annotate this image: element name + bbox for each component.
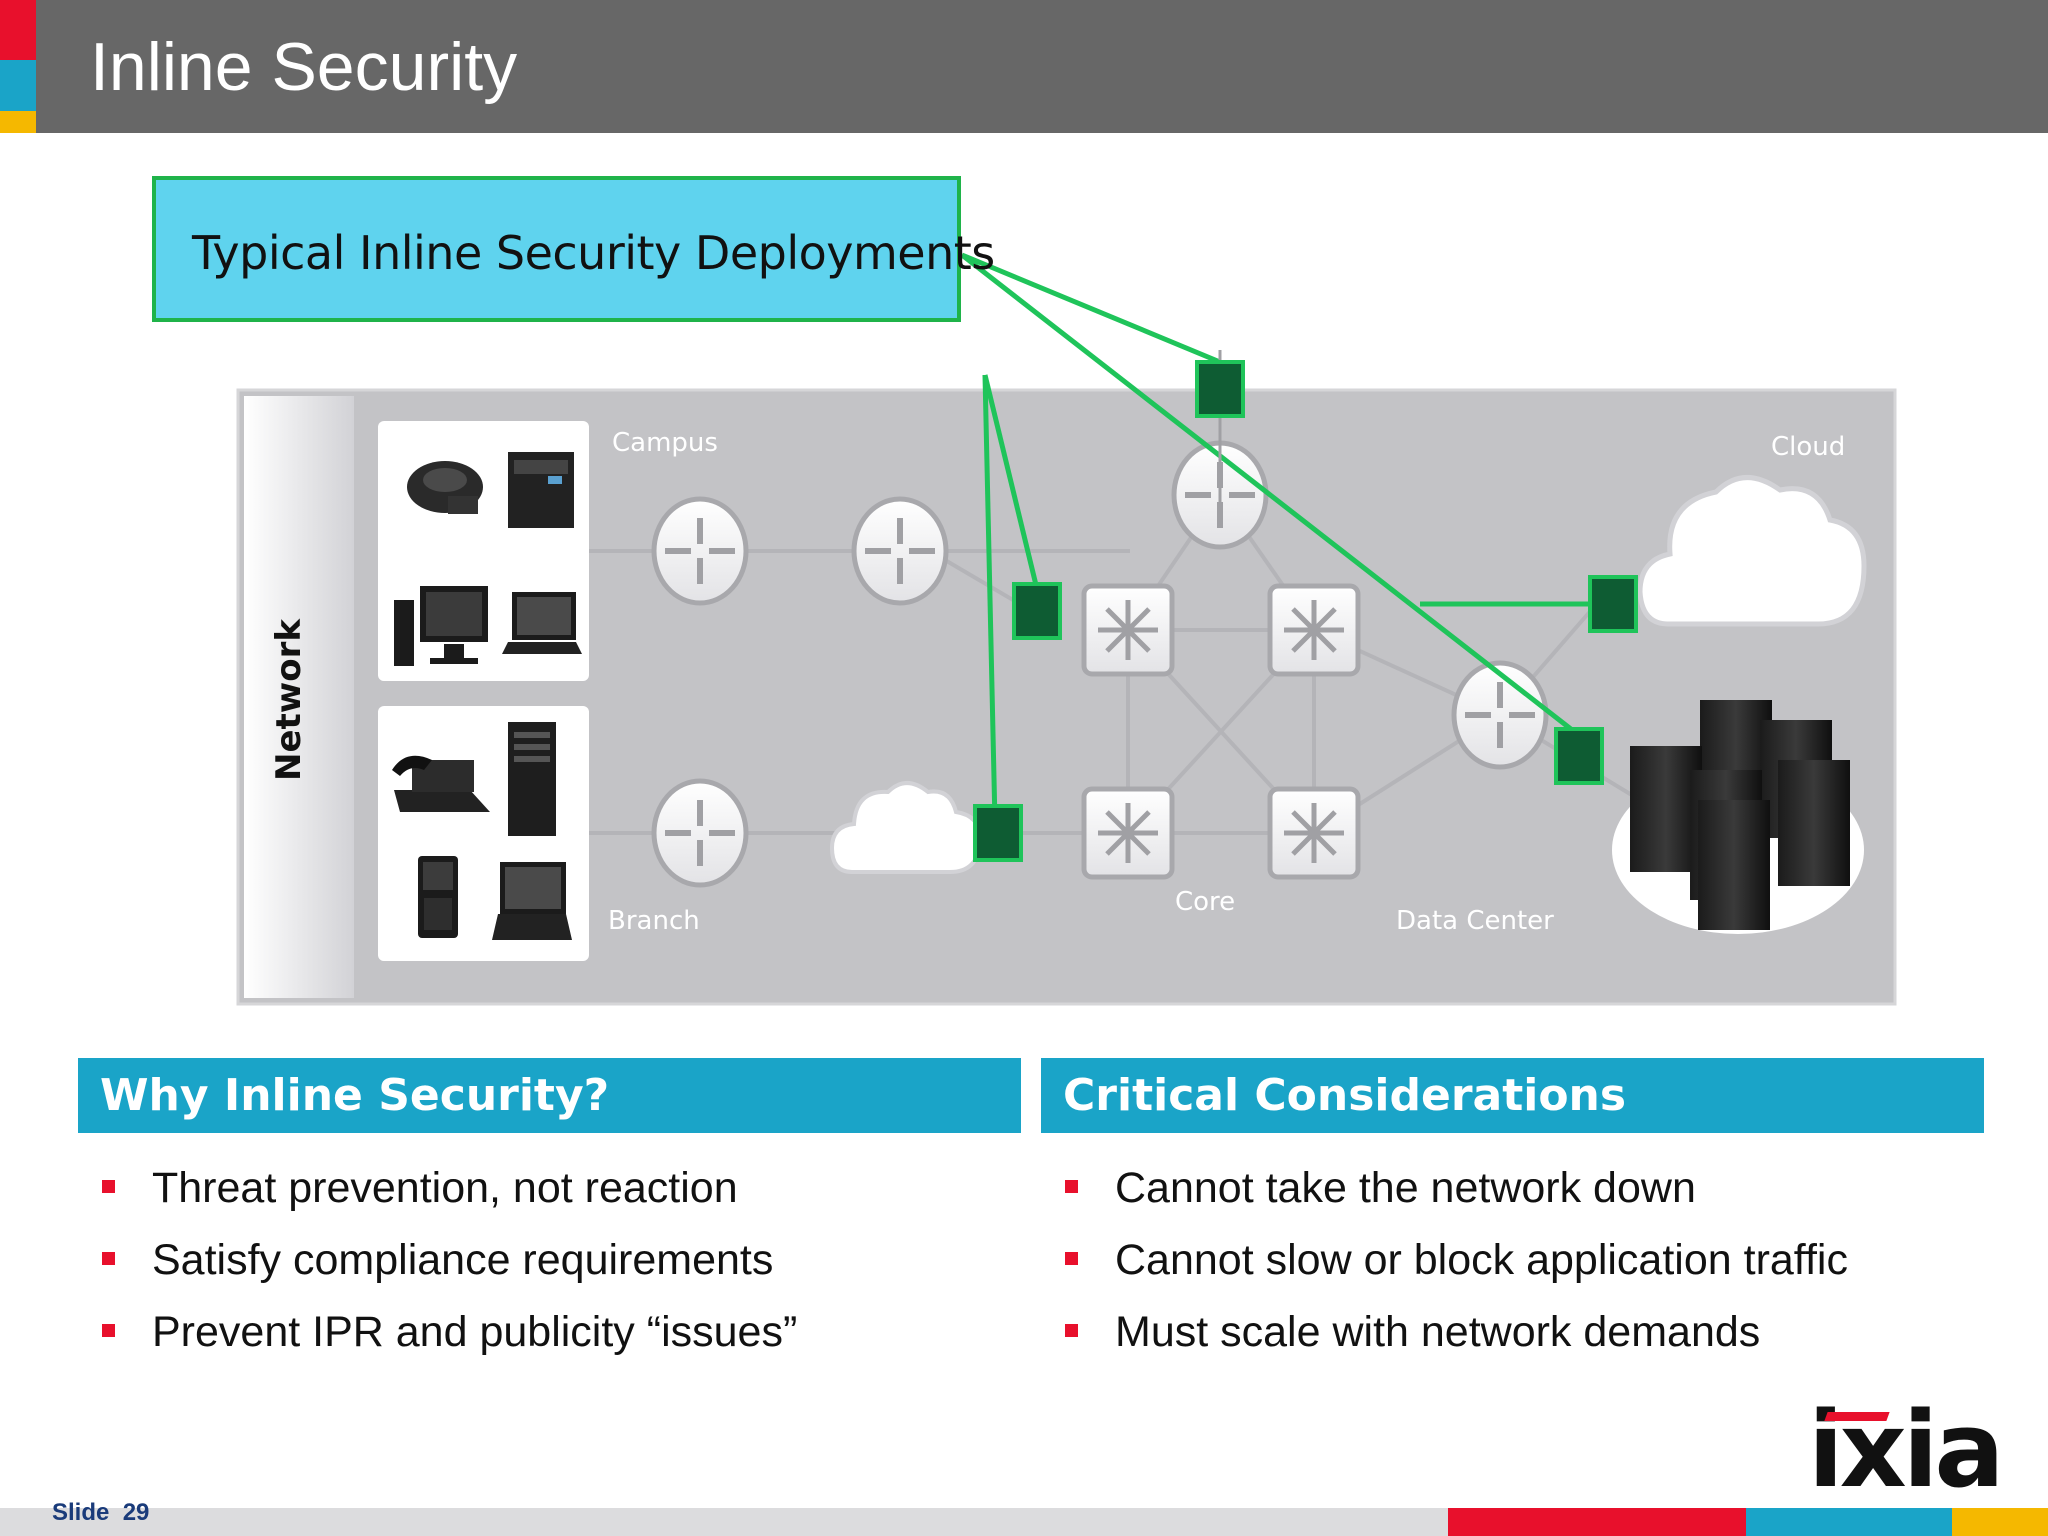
bullet-item: Prevent IPR and publicity “issues” [78,1302,1008,1374]
zone-label-cloud: Cloud [1771,432,1845,462]
section-heading: Critical Considerations [1063,1070,1627,1121]
bullet-item: Cannot take the network down [1041,1158,1971,1230]
why-inline-security-header: Why Inline Security? [78,1058,1021,1133]
core-switch-icon [1267,583,1361,677]
bullet-square-icon [102,1324,115,1337]
router-icon [651,778,749,888]
callout-text: Typical Inline Security Deployments [192,226,995,280]
why-bullet-list: Threat prevention, not reaction Satisfy … [78,1158,1008,1374]
mobile-phone-icon [418,856,458,938]
core-switch-icon [1081,583,1175,677]
laptop-icon [502,592,582,654]
zone-label-branch: Branch [608,906,700,936]
conference-phone-icon [407,461,483,514]
bullet-square-icon [102,1252,115,1265]
network-sidebar [244,396,354,998]
slide-title: Inline Security [90,29,518,105]
title-color-stripes [0,0,36,133]
section-heading: Why Inline Security? [100,1070,610,1121]
router-icon [1451,660,1549,770]
inline-security-node-icon [973,360,1638,862]
critical-bullet-list: Cannot take the network down Cannot slow… [1041,1158,1971,1374]
tower-server-icon [508,722,556,836]
printer-icon [508,452,574,528]
router-icon [651,496,749,606]
bullet-square-icon [1065,1180,1078,1193]
slide-number: Slide 29 [52,1499,150,1526]
desk-phone-icon [392,755,490,812]
bullet-square-icon [102,1180,115,1193]
cloud-icon [1637,475,1867,627]
laptop-icon [492,862,572,940]
title-bar: Inline Security [0,0,2048,133]
bullet-square-icon [1065,1252,1078,1265]
bullet-item: Must scale with network demands [1041,1302,1971,1374]
network-label: Network [269,618,309,781]
zone-label-core: Core [1175,887,1235,917]
server-rack-icon [1612,700,1864,934]
critical-considerations-header: Critical Considerations [1041,1058,1984,1133]
bullet-square-icon [1065,1324,1078,1337]
deployments-callout: Typical Inline Security Deployments [152,176,995,322]
inline-security-links [960,252,1590,824]
zone-label-campus: Campus [612,428,718,458]
desktop-pc-icon [394,586,488,666]
bullet-item: Cannot slow or block application traffic [1041,1230,1971,1302]
bullet-item: Satisfy compliance requirements [78,1230,1008,1302]
core-switch-icon [1081,786,1175,880]
router-icon [851,496,949,606]
core-switch-icon [1267,786,1361,880]
zone-label-data-center: Data Center [1396,906,1554,936]
bullet-item: Threat prevention, not reaction [78,1158,1008,1230]
logo-accent-mark [1824,1412,1890,1421]
